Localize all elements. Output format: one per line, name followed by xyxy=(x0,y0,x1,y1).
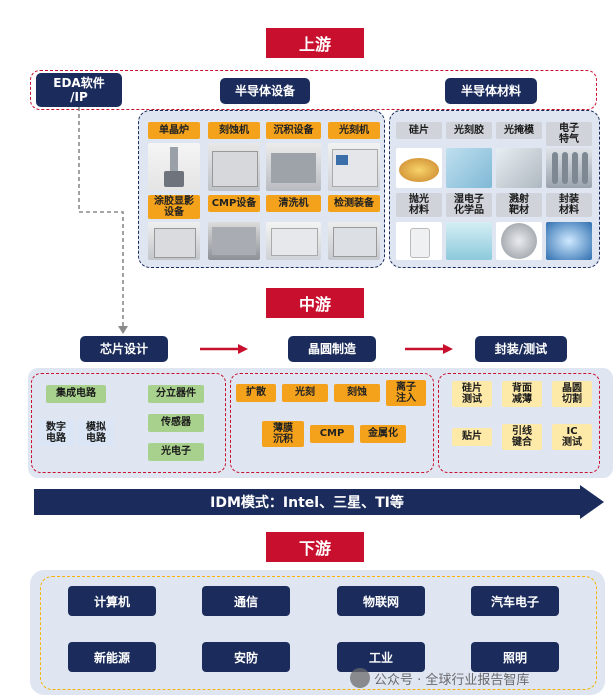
discrete-device-box: 分立器件 xyxy=(148,385,204,403)
application-box: 工业 xyxy=(337,642,425,672)
fab-step: 薄膜 沉积 xyxy=(262,421,304,447)
materials-title: 半导体材料 xyxy=(445,78,537,104)
equipment-label: 涂胶显影 设备 xyxy=(148,195,200,219)
application-box: 安防 xyxy=(202,642,290,672)
photoresist-image xyxy=(446,148,492,188)
idm-label: IDM模式：Intel、三星、TI等 xyxy=(210,495,404,511)
upstream-top-dashed-frame xyxy=(30,70,597,110)
application-box: 照明 xyxy=(471,642,559,672)
fab-step: 光刻 xyxy=(282,384,328,402)
equipment-label: 检测装备 xyxy=(328,195,380,212)
inspection-equipment-image xyxy=(328,222,380,260)
idm-arrow xyxy=(34,485,604,519)
electronic-gas-image xyxy=(546,148,592,188)
package-step: 贴片 xyxy=(452,428,492,446)
optoelectronics-box: 光电子 xyxy=(148,443,204,461)
equipment-title: 半导体设备 xyxy=(220,78,310,104)
material-label: 抛光 材料 xyxy=(396,193,442,217)
material-label: 封装 材料 xyxy=(546,193,592,217)
watermark-text: 公众号 · 全球行业报告智库 xyxy=(374,672,530,688)
flow-step-packaging-test: 封装/测试 xyxy=(475,336,567,362)
packaging-material-image xyxy=(546,222,592,260)
cmp-equipment-image xyxy=(208,222,260,260)
fab-step: 离子 注入 xyxy=(386,380,426,406)
photomask-image xyxy=(496,148,542,188)
material-label: 溅射 靶材 xyxy=(496,193,542,217)
crystal-furnace-image xyxy=(148,143,200,191)
coater-developer-image xyxy=(148,222,200,260)
fab-step: 刻蚀 xyxy=(334,384,380,402)
wet-chemicals-image xyxy=(446,222,492,260)
silicon-wafer-image xyxy=(396,148,442,188)
sputtering-target-image xyxy=(496,222,542,260)
package-step: 背面 减薄 xyxy=(502,381,542,407)
flow-step-wafer-fab: 晶圆制造 xyxy=(288,336,376,362)
fab-step: 金属化 xyxy=(360,425,406,443)
equipment-label: CMP设备 xyxy=(208,195,260,212)
cleaning-machine-image xyxy=(266,222,321,260)
flow-step-chip-design: 芯片设计 xyxy=(80,336,168,362)
material-label: 光刻胶 xyxy=(446,122,492,139)
lithography-machine-image xyxy=(328,143,380,191)
chip-design-group xyxy=(31,373,226,473)
wechat-icon xyxy=(350,668,370,688)
equipment-label: 清洗机 xyxy=(266,195,321,212)
package-step: 晶圆 切割 xyxy=(552,381,592,407)
equipment-label: 单晶炉 xyxy=(148,122,200,139)
eda-ip-box: EDA软件 /IP xyxy=(36,73,122,107)
downstream-dashed-frame xyxy=(40,576,597,690)
equipment-label: 光刻机 xyxy=(328,122,380,139)
application-box: 通信 xyxy=(202,586,290,616)
equipment-label: 沉积设备 xyxy=(266,122,321,139)
application-box: 汽车电子 xyxy=(471,586,559,616)
application-box: 计算机 xyxy=(68,586,156,616)
fab-step: 扩散 xyxy=(236,384,276,402)
application-box: 物联网 xyxy=(337,586,425,616)
material-label: 电子 特气 xyxy=(546,122,592,146)
material-label: 光掩模 xyxy=(496,122,542,139)
application-box: 新能源 xyxy=(68,642,156,672)
deposition-equipment-image xyxy=(266,143,321,191)
sensor-box: 传感器 xyxy=(148,414,204,432)
package-step: IC 测试 xyxy=(552,424,592,450)
package-step: 硅片 测试 xyxy=(452,381,492,407)
ic-box: 集成电路 xyxy=(46,385,106,403)
analog-circuit-box: 模拟 电路 xyxy=(78,420,114,446)
etcher-image xyxy=(208,143,260,191)
package-step: 引线 键合 xyxy=(502,424,542,450)
downstream-stage-label: 下游 xyxy=(266,532,364,562)
material-label: 硅片 xyxy=(396,122,442,139)
wafer-fab-group xyxy=(230,373,434,473)
midstream-stage-label: 中游 xyxy=(266,288,364,318)
upstream-stage-label: 上游 xyxy=(266,28,364,58)
material-label: 湿电子 化学品 xyxy=(446,193,492,217)
digital-circuit-box: 数字 电路 xyxy=(38,420,74,446)
fab-step: CMP xyxy=(310,425,354,443)
polishing-material-image xyxy=(396,222,442,260)
equipment-label: 刻蚀机 xyxy=(208,122,260,139)
packaging-test-group xyxy=(438,373,600,473)
